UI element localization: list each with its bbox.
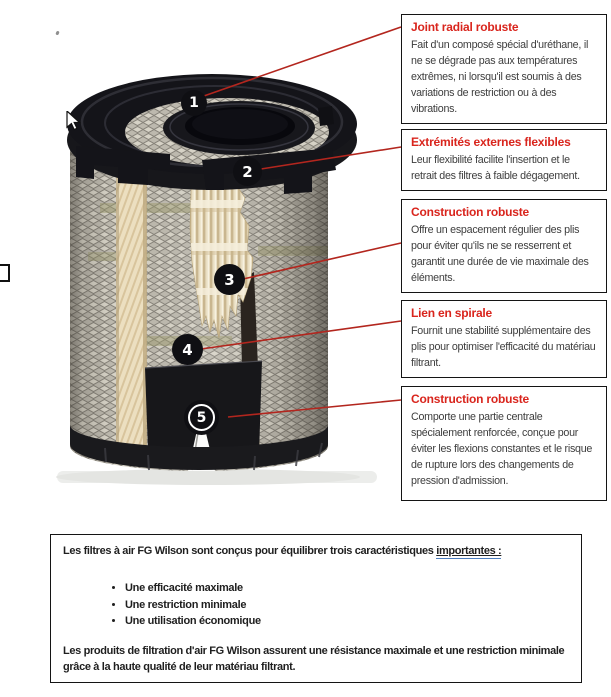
summary-intro: Les filtres à air FG Wilson sont conçus … bbox=[63, 543, 569, 559]
callout-title: Lien en spirale bbox=[411, 306, 493, 320]
leader-line-4 bbox=[200, 320, 402, 350]
flexible-end-collars bbox=[76, 146, 336, 194]
summary-box: Les filtres à air FG Wilson sont conçus … bbox=[50, 534, 582, 683]
callout-box-construction-robuste-centrale: Construction robuste Comporte une partie… bbox=[401, 386, 607, 501]
bullet-item: Une restriction minimale bbox=[125, 598, 569, 614]
summary-link[interactable]: importantes : bbox=[436, 545, 502, 559]
callout-marker-3: 3 bbox=[214, 264, 245, 295]
callout-title: Construction robuste bbox=[411, 205, 529, 219]
ground-shadow bbox=[56, 469, 377, 485]
callout-title: Joint radial robuste bbox=[411, 20, 519, 34]
bullet-item: Une utilisation économique bbox=[125, 614, 569, 630]
callout-title: Construction robuste bbox=[411, 392, 529, 406]
callout-marker-4: 4 bbox=[172, 334, 203, 365]
mouse-cursor-icon bbox=[66, 111, 82, 131]
callout-body: Comporte une partie centrale spécialemen… bbox=[411, 411, 593, 487]
inner-pleat-column bbox=[112, 167, 150, 456]
leader-line-1 bbox=[200, 26, 402, 98]
callout-box-construction-robuste-plis: Construction robuste Offre un espacement… bbox=[401, 199, 607, 293]
callout-body: Fait d'un composé spécial d'uréthane, il… bbox=[411, 39, 589, 115]
callout-marker-1: 1 bbox=[181, 90, 207, 116]
callout-title: Extrémités externes flexibles bbox=[411, 135, 571, 149]
callout-box-joint-radial: Joint radial robuste Fait d'un composé s… bbox=[401, 14, 607, 124]
callout-box-lien-en-spirale: Lien en spirale Fournit une stabilité su… bbox=[401, 300, 607, 378]
summary-intro-text: Les filtres à air FG Wilson sont conçus … bbox=[63, 545, 437, 557]
callout-body: Leur flexibilité facilite l'insertion et… bbox=[411, 154, 580, 182]
callout-body: Fournit une stabilité supplémentaire des… bbox=[411, 325, 596, 369]
leader-line-5 bbox=[227, 399, 402, 418]
leader-line-3 bbox=[242, 242, 402, 280]
callout-body: Offre un espacement régulier des plis po… bbox=[411, 224, 589, 284]
leader-lines bbox=[200, 26, 402, 418]
bullet-item: Une efficacité maximale bbox=[125, 581, 569, 597]
callout-box-extremites-flexibles: Extrémités externes flexibles Leur flexi… bbox=[401, 129, 607, 191]
callout-marker-2: 2 bbox=[233, 157, 262, 186]
bottom-rim bbox=[70, 425, 328, 471]
callout-marker-5: 5 bbox=[188, 404, 215, 431]
page-edge-artifact bbox=[0, 264, 10, 282]
rim-tab bbox=[318, 106, 334, 126]
summary-footer: Les produits de filtration d'air FG Wils… bbox=[63, 644, 565, 674]
bullet-list: Une efficacité maximale Une restriction … bbox=[63, 581, 569, 630]
leader-line-2 bbox=[260, 146, 402, 170]
